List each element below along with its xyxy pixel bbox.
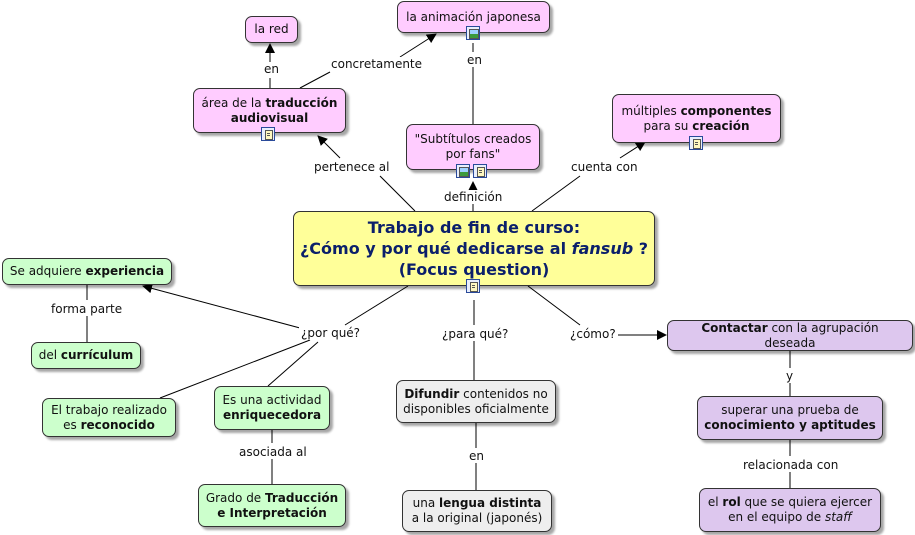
line-pertenece-area bbox=[317, 135, 341, 159]
node-lengua-distinta[interactable]: una lengua distinta a la original (japon… bbox=[402, 490, 552, 532]
line-main-como bbox=[527, 285, 581, 326]
document-icon[interactable] bbox=[473, 164, 487, 178]
node-label: área de la traducción audiovisual bbox=[201, 95, 338, 125]
node-label: Contactar con la agrupación deseada bbox=[701, 320, 879, 350]
node-superar-prueba[interactable]: superar una prueba de conocimiento y apt… bbox=[697, 396, 883, 440]
link-label-pertenece: pertenece al bbox=[312, 160, 392, 174]
link-label-definicion: definición bbox=[442, 190, 505, 204]
node-label: la animación japonesa bbox=[406, 9, 541, 24]
node-label: El trabajo realizado es reconocido bbox=[51, 402, 167, 432]
link-label-en-lengua: en bbox=[467, 449, 486, 463]
link-label-asociada: asociada al bbox=[237, 445, 309, 459]
link-label-porque: ¿por qué? bbox=[299, 326, 363, 340]
node-curriculum[interactable]: del currículum bbox=[31, 342, 141, 369]
node-area-traduccion[interactable]: área de la traducción audiovisual bbox=[193, 88, 346, 133]
link-label-y: y bbox=[784, 369, 796, 383]
document-icon[interactable] bbox=[466, 279, 480, 293]
node-label: del currículum bbox=[38, 348, 134, 362]
line-porque-experiencia bbox=[142, 283, 301, 329]
line-main-pertenece bbox=[379, 175, 416, 212]
link-label-paraque: ¿para qué? bbox=[440, 327, 511, 341]
node-label: "Subtítulos creados por fans" bbox=[414, 132, 532, 161]
link-label-concretamente: concretamente bbox=[329, 57, 425, 71]
node-label: la red bbox=[254, 22, 289, 36]
line-concretamente-animacion bbox=[399, 33, 437, 58]
image-icon[interactable] bbox=[456, 164, 470, 178]
link-label-cuenta: cuenta con bbox=[569, 160, 640, 174]
line-area-concretamente bbox=[299, 71, 331, 89]
link-label-como: ¿cómo? bbox=[568, 327, 618, 341]
node-label: Se adquiere experiencia bbox=[9, 264, 165, 278]
line-cuenta-multiples bbox=[619, 141, 646, 159]
document-icon[interactable] bbox=[261, 127, 275, 141]
node-la-red[interactable]: la red bbox=[245, 16, 298, 43]
node-label: superar una prueba de conocimiento y apt… bbox=[704, 403, 876, 432]
node-experiencia[interactable]: Se adquiere experiencia bbox=[2, 258, 172, 285]
image-icon[interactable] bbox=[466, 26, 480, 40]
line-porque-trabajo bbox=[159, 339, 311, 399]
node-actividad-enriquecedora[interactable]: Es una actividad enriquecedora bbox=[214, 386, 330, 430]
node-label: múltiples componentes para su creación bbox=[621, 103, 772, 133]
node-rol-staff[interactable]: el rol que se quiera ejercer en el equip… bbox=[699, 488, 881, 532]
node-label: Grado de Traducción e Interpretación bbox=[205, 490, 339, 520]
node-grado-traduccion[interactable]: Grado de Traducción e Interpretación bbox=[198, 484, 346, 527]
node-label: el rol que se quiera ejercer en el equip… bbox=[707, 495, 873, 524]
line-porque-actividad bbox=[267, 341, 319, 387]
node-multiples-componentes[interactable]: múltiples componentes para su creación bbox=[612, 94, 781, 143]
node-difundir[interactable]: Difundir contenidos no disponibles ofici… bbox=[396, 380, 556, 423]
link-label-relacionada: relacionada con bbox=[741, 458, 841, 472]
link-label-en-animacion: en bbox=[465, 53, 484, 67]
line-main-cuenta bbox=[531, 175, 581, 212]
node-label: Es una actividad enriquecedora bbox=[222, 393, 322, 422]
node-trabajo-reconocido[interactable]: El trabajo realizado es reconocido bbox=[42, 398, 176, 437]
node-label: una lengua distinta a la original (japon… bbox=[411, 496, 543, 525]
focus-question-text: Trabajo de fin de curso: ¿Cómo y por qué… bbox=[300, 218, 649, 279]
node-animacion-japonesa[interactable]: la animación japonesa bbox=[397, 1, 550, 33]
document-icon[interactable] bbox=[689, 136, 703, 150]
node-label: Difundir contenidos no disponibles ofici… bbox=[403, 386, 549, 416]
line-main-porque bbox=[344, 285, 409, 326]
link-label-en-red: en bbox=[262, 62, 281, 76]
node-focus-question[interactable]: Trabajo de fin de curso: ¿Cómo y por qué… bbox=[293, 211, 655, 286]
node-subtitulos-fans[interactable]: "Subtítulos creados por fans" bbox=[406, 124, 540, 170]
node-contactar[interactable]: Contactar con la agrupación deseada bbox=[667, 320, 913, 351]
link-label-forma: forma parte bbox=[49, 302, 125, 316]
